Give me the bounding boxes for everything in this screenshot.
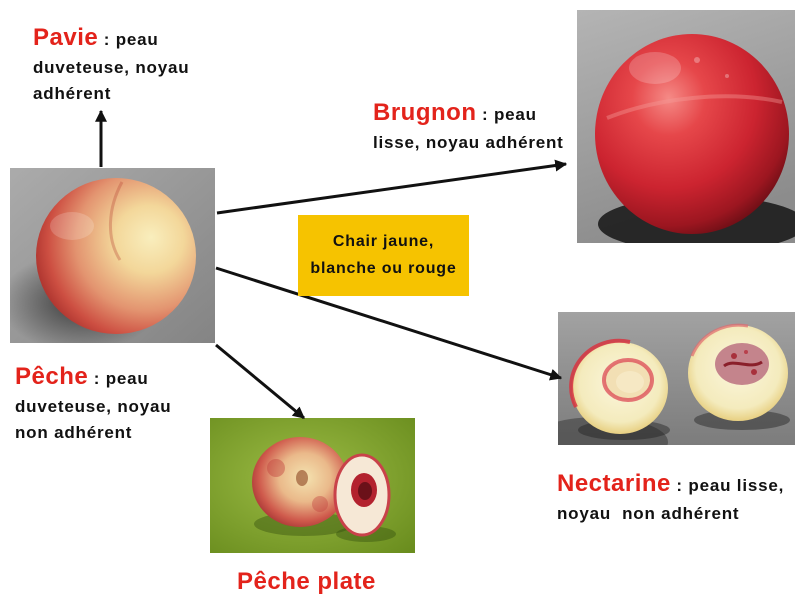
pavie-desc-line3: adhérent: [33, 81, 189, 107]
brugnon-label: Brugnon : peau lisse, noyau adhérent: [373, 98, 564, 156]
peche-plate-name: Pêche plate: [237, 568, 376, 595]
peche-desc-line3: non adhérent: [15, 420, 171, 446]
brugnon-name: Brugnon: [373, 99, 476, 126]
pavie-title-line: Pavie : peau: [33, 23, 189, 55]
arrow-to-peche-plate: [216, 345, 304, 418]
flesh-color-note-box: Chair jaune, blanche ou rouge: [298, 215, 469, 296]
peach-highlight: [50, 212, 94, 240]
peche-desc-line1: : peau: [88, 369, 148, 388]
nectarine-desc-line1: : peau lisse,: [671, 476, 784, 495]
nectarine-desc-line2: noyau non adhérent: [557, 501, 784, 527]
brugnon-fruit: [595, 34, 789, 234]
pavie-desc-line2: duveteuse, noyau: [33, 55, 189, 81]
pavie-label: Pavie : peau duveteuse, noyau adhérent: [33, 23, 189, 107]
arrow-to-brugnon: [217, 164, 566, 213]
brugnon-desc-line1: : peau: [476, 105, 536, 124]
peche-label: Pêche : peau duveteuse, noyau non adhére…: [15, 362, 171, 446]
flesh-note-line2: blanche ou rouge: [298, 255, 469, 282]
peche-plate-title-line: Pêche plate: [237, 567, 376, 599]
flesh-note-line1: Chair jaune,: [298, 228, 469, 255]
flat-peach-navel: [296, 470, 308, 486]
flat-peach-photo: [210, 418, 415, 553]
pavie-desc-line1: : peau: [98, 30, 158, 49]
nectarine-title-line: Nectarine : peau lisse,: [557, 469, 784, 501]
peche-desc-line2: duveteuse, noyau: [15, 394, 171, 420]
nectarine-photo: [558, 312, 795, 445]
peche-title-line: Pêche : peau: [15, 362, 171, 394]
brugnon-highlight: [629, 52, 681, 84]
nectarine-name: Nectarine: [557, 470, 671, 497]
peach-photo: [10, 168, 215, 343]
pavie-name: Pavie: [33, 24, 98, 51]
peche-name: Pêche: [15, 363, 88, 390]
brugnon-photo: [577, 10, 795, 243]
brugnon-desc-line2: lisse, noyau adhérent: [373, 130, 564, 156]
nectarine-label: Nectarine : peau lisse, noyau non adhére…: [557, 469, 784, 527]
brugnon-title-line: Brugnon : peau: [373, 98, 564, 130]
peche-plate-label: Pêche plate: [237, 567, 376, 599]
